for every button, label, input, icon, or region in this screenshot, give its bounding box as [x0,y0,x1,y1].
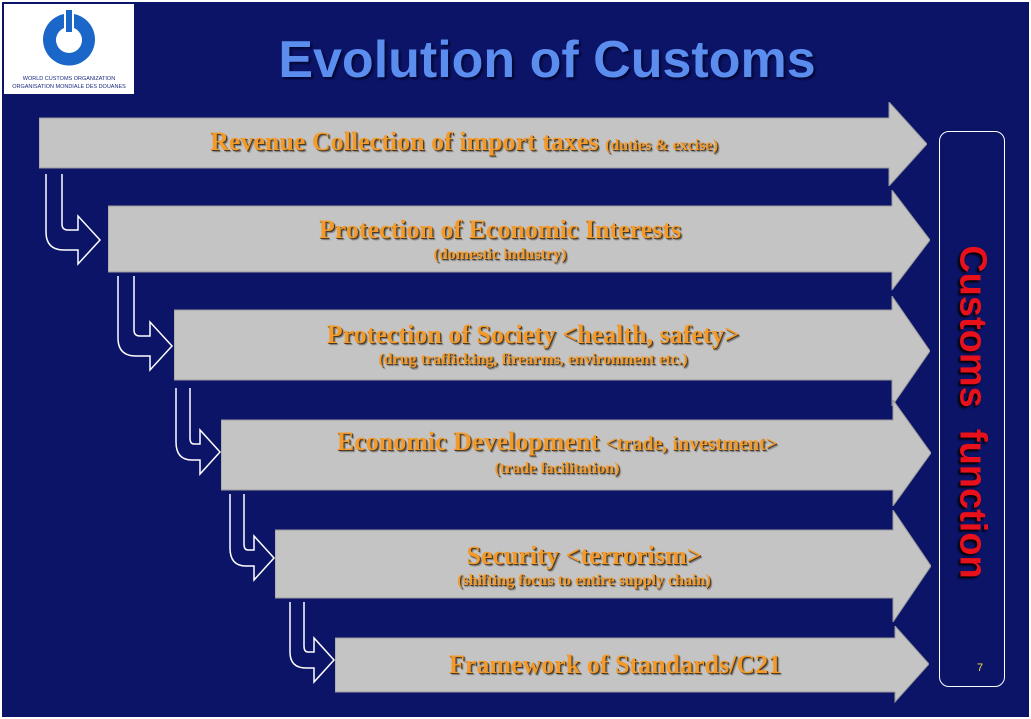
stage-arrow-economic-development: Economic Development <trade, investment>… [221,400,931,506]
stage-arrow-security: Security <terrorism> (shifting focus to … [275,510,931,622]
slide-title: Evolution of Customs [278,31,816,89]
connector-arrow-2 [117,276,174,372]
connector-arrow-3 [175,388,222,476]
stage-economic-interests-title: Protection of Economic Interests [318,215,682,244]
stage-arrow-economic-interests: Protection of Economic Interests (domest… [108,190,930,290]
stage-arrow-revenue: Revenue Collection of import taxes (duti… [39,102,927,186]
stage-economic-interests-note: (domestic industry) [433,246,567,263]
logo-text-fr: ORGANISATION MONDIALE DES DOUANES [12,84,126,90]
customs-function-label: Customs function [951,245,994,579]
stage-revenue-title: Revenue Collection of import taxes [210,127,599,156]
stage-economic-development-note: (trade facilitation) [494,460,620,477]
stage-revenue-note: (duties & excise) [605,137,718,154]
stage-arrow-framework: Framework of Standards/C21 [335,626,929,704]
connector-arrow-4 [229,494,276,582]
page-number: 7 [976,662,984,674]
stage-security-note: (shifting focus to entire supply chain) [457,572,711,589]
connector-arrow-1 [45,174,102,266]
wco-logo: WORLD CUSTOMS ORGANIZATION ORGANISATION … [4,4,134,94]
stage-society-title: Protection of Society <health, safety> [326,320,740,349]
stage-economic-development-qualifier: <trade, investment> [605,433,778,455]
connector-arrow-5 [289,602,336,684]
stage-society-note: (drug trafficking, firearms, environment… [378,351,688,368]
logo-text-en: WORLD CUSTOMS ORGANIZATION [22,76,116,82]
stage-security-title: Security <terrorism> [466,541,702,570]
customs-function-box [939,131,1005,687]
stage-framework-title: Framework of Standards/C21 [448,650,782,679]
stage-economic-development-title: Economic Development [336,427,599,456]
stage-arrow-society: Protection of Society <health, safety> (… [174,296,930,406]
wco-emblem-icon [43,10,95,66]
